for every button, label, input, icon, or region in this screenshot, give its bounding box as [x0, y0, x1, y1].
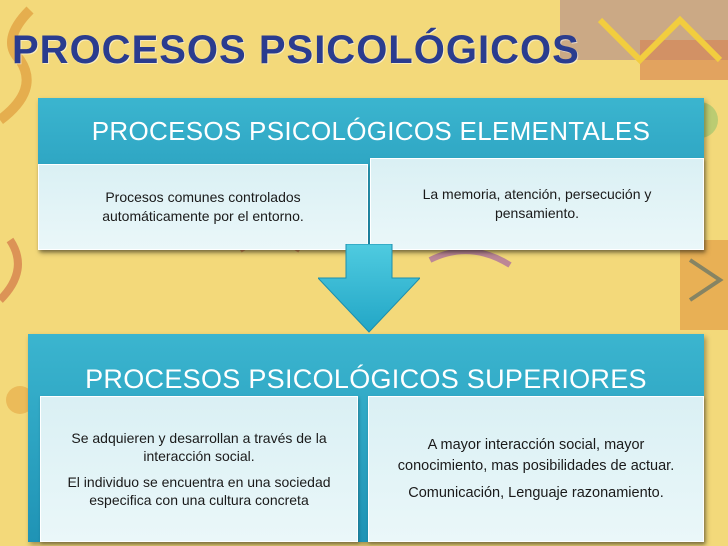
superiores-left-line-4: especifica con una cultura concreta: [89, 492, 309, 508]
superiores-left-box: Se adquieren y desarrollan a través de l…: [40, 396, 358, 542]
panel-elementales-heading: PROCESOS PSICOLÓGICOS ELEMENTALES: [91, 116, 651, 146]
elementales-right-line-1: La memoria, atención, persecución y: [422, 186, 652, 202]
superiores-right-box: A mayor interacción social, mayor conoci…: [368, 396, 704, 542]
superiores-left-line-3: El individuo se encuentra en una socieda…: [67, 474, 331, 490]
down-arrow-icon: [318, 244, 420, 333]
elementales-left-line-2: automáticamente por el entorno.: [102, 208, 304, 224]
elementales-right-line-2: pensamiento.: [494, 205, 580, 221]
superiores-right-line-2: conocimiento, mas posibilidades de actua…: [397, 457, 675, 474]
elementales-left-line-1: Procesos comunes controlados: [105, 189, 301, 205]
page-title: PROCESOS PSICOLÓGICOS: [12, 28, 580, 72]
superiores-left-line-2: interacción social.: [143, 448, 255, 464]
panel-superiores-heading: PROCESOS PSICOLÓGICOS SUPERIORES: [85, 364, 647, 394]
superiores-right-line-1: A mayor interacción social, mayor: [427, 436, 645, 453]
superiores-right-line-3: Comunicación, Lenguaje razonamiento.: [408, 484, 664, 501]
superiores-left-line-1: Se adquieren y desarrollan a través de l…: [71, 430, 327, 446]
elementales-left-box: Procesos comunes controlados automáticam…: [38, 164, 368, 250]
elementales-right-box: La memoria, atención, persecución y pens…: [370, 158, 704, 250]
